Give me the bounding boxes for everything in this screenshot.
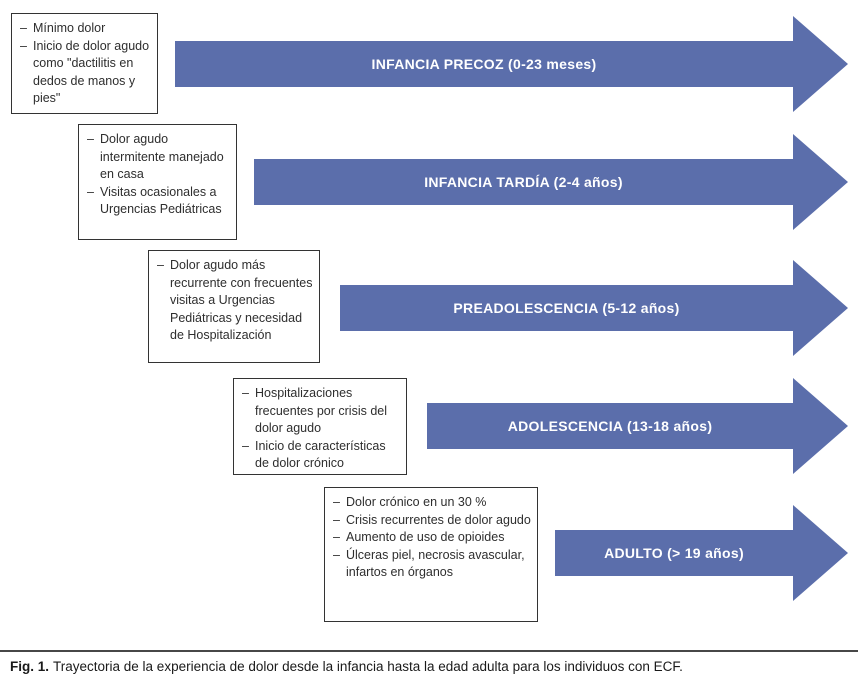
figure-caption: Fig. 1.Trayectoria de la experiencia de … (10, 659, 850, 674)
stage-arrow-infancia-tardia: INFANCIA TARDÍA (2-4 años) (254, 134, 848, 230)
bullet-list: –Hospitalizaciones frecuentes por crisis… (242, 385, 401, 473)
bullet-list: –Dolor crónico en un 30 % –Crisis recurre… (333, 494, 532, 582)
bullet-item: –Inicio de características de dolor crón… (242, 438, 386, 471)
stage-arrow-label: ADULTO (> 19 años) (604, 545, 744, 561)
bullet-list: –Mínimo dolor –Inicio de dolor agudo como… (20, 20, 152, 108)
note-box-infancia-tardia: –Dolor agudo intermitente manejado en ca… (78, 124, 237, 240)
figure-caption-text: Trayectoria de la experiencia de dolor d… (53, 659, 683, 674)
stage-arrow-preadolescencia: PREADOLESCENCIA (5-12 años) (340, 260, 848, 356)
bullet-item: –Mínimo dolor (20, 21, 106, 35)
stage-arrow-adulto: ADULTO (> 19 años) (555, 505, 848, 601)
bullet-list: –Dolor agudo intermitente manejado en ca… (87, 131, 231, 219)
bullet-item: –Dolor agudo intermitente manejado en ca… (87, 132, 224, 181)
stage-arrow-infancia-precoz: INFANCIA PRECOZ (0-23 meses) (175, 16, 848, 112)
note-box-adulto: –Dolor crónico en un 30 % –Crisis recurre… (324, 487, 538, 622)
stage-arrow-label: ADOLESCENCIA (13-18 años) (507, 418, 713, 434)
bullet-item: –Úlceras piel, necrosis avascular, infar… (333, 547, 525, 580)
stage-arrow-label: INFANCIA PRECOZ (0-23 meses) (371, 56, 597, 72)
note-box-adolescencia: –Hospitalizaciones frecuentes por crisis… (233, 378, 407, 475)
bullet-item: –Hospitalizaciones frecuentes por crisis… (242, 386, 388, 435)
stage-arrow-label: PREADOLESCENCIA (5-12 años) (453, 300, 680, 316)
bullet-list: –Dolor agudo más recurrente con frecuent… (157, 257, 314, 345)
bullet-item: –Crisis recurrentes de dolor agudo (333, 512, 531, 527)
bullet-item: –Visitas ocasionales a Urgencias Pediátr… (87, 184, 222, 217)
bullet-item: –Dolor agudo más recurrente con frecuent… (157, 258, 313, 342)
bullet-item: –Aumento de uso de opioides (333, 530, 505, 544)
stage-arrow-label: INFANCIA TARDÍA (2-4 años) (424, 174, 623, 190)
note-box-preadolescencia: –Dolor agudo más recurrente con frecuent… (148, 250, 320, 363)
caption-divider (0, 650, 858, 652)
figure-caption-number: Fig. 1. (10, 659, 50, 674)
bullet-item: –Inicio de dolor agudo como "dactilitis … (20, 38, 150, 106)
stage-arrow-adolescencia: ADOLESCENCIA (13-18 años) (427, 378, 848, 474)
bullet-item: –Dolor crónico en un 30 % (333, 495, 487, 509)
note-box-infancia-precoz: –Mínimo dolor –Inicio de dolor agudo como… (11, 13, 158, 114)
